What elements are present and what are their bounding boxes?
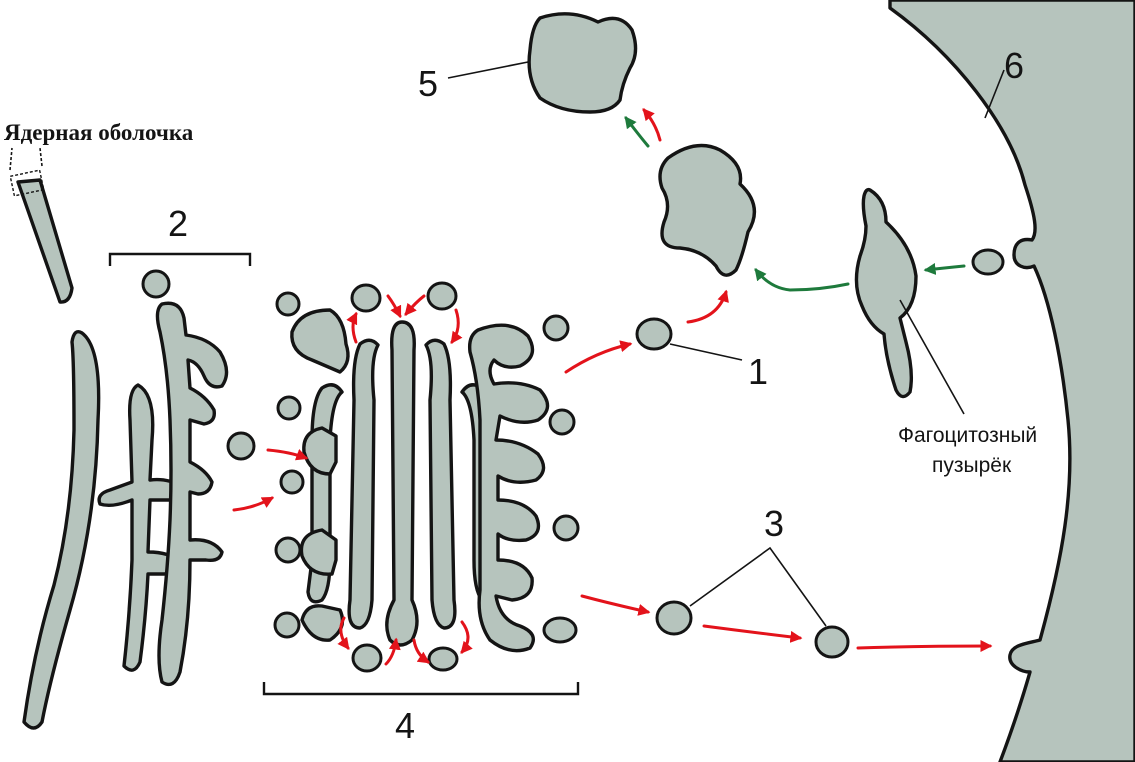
arrow-budding — [337, 616, 350, 650]
golgi-lobe — [302, 426, 338, 476]
golgi-lobe — [299, 528, 338, 576]
arrow-budding — [346, 311, 358, 344]
golgi-vesicle — [427, 646, 459, 672]
golgi-vesicle — [276, 395, 302, 421]
golgi-lobe — [300, 604, 345, 642]
arrow-budding — [386, 294, 402, 319]
arrow-lysosome-to-5 — [624, 116, 650, 148]
vacuole-5 — [527, 12, 638, 114]
arrow-phagocytic-to-lysosome — [754, 268, 850, 292]
golgi-cisterna-left-1 — [347, 338, 380, 630]
arrow-budding — [460, 620, 473, 654]
arrow-budding — [404, 294, 426, 316]
arrow-budding — [412, 638, 430, 664]
label-1: 1 — [748, 351, 768, 392]
arrow-secretory-to-secretory — [702, 624, 803, 643]
arrow-golgi-to-vesicle-1 — [564, 340, 633, 374]
golgi-vesicle — [351, 643, 383, 673]
arrow-vesicle-1-to-lysosome — [686, 289, 729, 324]
leader-vacuole-5 — [447, 61, 529, 79]
nuclear-envelope-label: Ядерная оболочка — [4, 120, 194, 145]
golgi-vesicle — [542, 314, 570, 342]
arrow-budding — [450, 308, 463, 344]
arrow-secretory-to-membrane — [856, 640, 993, 653]
golgi-cisterna-right-1 — [424, 338, 457, 630]
arrow-lysosome-to-5 — [642, 108, 662, 142]
endocytic-vesicle — [971, 248, 1005, 276]
golgi-cisterna-center — [385, 320, 419, 647]
label-5: 5 — [418, 63, 438, 104]
leader-vesicle-1 — [669, 343, 743, 361]
golgi-vesicle — [275, 291, 301, 317]
secretory-vesicle — [655, 600, 693, 636]
nuclear-envelope-callout-bracket — [9, 147, 43, 171]
golgi-vesicle — [426, 281, 458, 311]
er-vesicle — [226, 431, 256, 461]
golgi-vesicle — [279, 469, 305, 495]
arrow-golgi-to-secretory — [580, 594, 651, 616]
golgi-vesicle — [548, 408, 576, 436]
golgi-vesicle — [274, 536, 302, 564]
leader-phagocytic — [899, 299, 965, 415]
arrow-budding — [384, 637, 401, 666]
golgi-vesicle — [552, 514, 580, 542]
golgi-lobe — [290, 308, 350, 374]
leader-secretory-3 — [689, 546, 827, 627]
golgi-vesicle — [273, 611, 301, 639]
label-2: 2 — [168, 203, 188, 244]
er-vesicle — [141, 269, 171, 299]
bracket-golgi — [262, 682, 580, 696]
er-outer-cisterna — [22, 330, 101, 730]
vesicle-1 — [635, 317, 673, 351]
phagocytic-label-line2: пузырёк — [932, 454, 1012, 477]
leader-membrane-6 — [984, 69, 1005, 119]
arrow-er-to-golgi — [232, 496, 275, 512]
golgi-lobe — [467, 323, 550, 653]
arrow-er-to-golgi — [266, 448, 309, 461]
secretory-vesicle — [814, 625, 850, 659]
label-6: 6 — [1004, 45, 1024, 86]
nuclear-envelope-fragment — [16, 178, 74, 304]
phagocytic-vesicle — [854, 187, 918, 399]
phagocytic-label-line1: Фагоцитозный — [898, 424, 1037, 447]
plasma-membrane — [888, 0, 1135, 762]
label-3: 3 — [764, 503, 784, 544]
golgi-vesicle — [350, 283, 382, 313]
label-4: 4 — [395, 705, 415, 746]
lysosome-irregular — [658, 143, 757, 277]
er-inner-cisterna — [155, 301, 229, 687]
arrow-endocytic-to-phagocytic — [923, 262, 966, 275]
bracket-er — [108, 252, 252, 266]
golgi-vesicle — [542, 616, 578, 644]
nuclear-envelope-callout-box — [9, 169, 45, 197]
